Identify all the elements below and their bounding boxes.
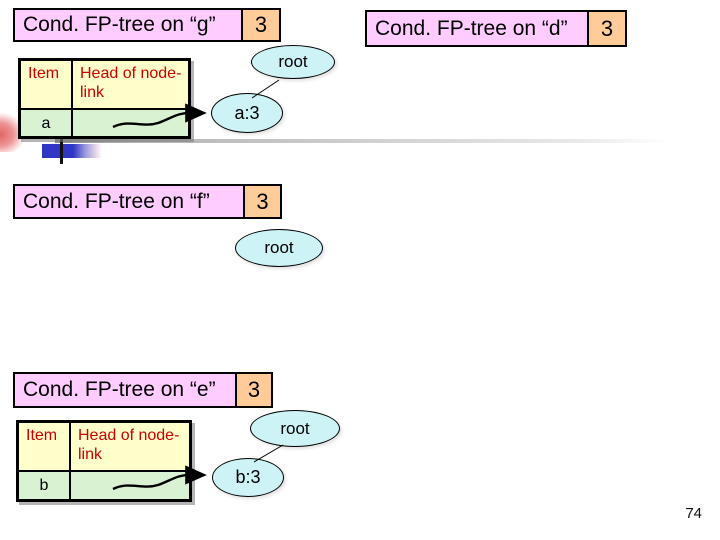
column-header-item: Item — [21, 61, 73, 110]
title-bar-e: Cond. FP-tree on “e” 3 — [13, 372, 273, 408]
title-bar-f: Cond. FP-tree on “f” 3 — [13, 184, 282, 219]
tree-node-root-g: root — [251, 45, 335, 79]
title-bar-g: Cond. FP-tree on “g” 3 — [13, 8, 281, 42]
page-number: 74 — [685, 505, 702, 522]
column-header-node-link: Head of node-link — [71, 423, 189, 472]
table-row-item-b: b — [19, 472, 71, 499]
tree-node-a3: a:3 — [211, 93, 283, 133]
count-box-f: 3 — [243, 186, 280, 217]
count-box-g: 3 — [241, 10, 279, 40]
count-box-e: 3 — [235, 374, 271, 406]
title-text-e: Cond. FP-tree on “e” — [23, 378, 216, 401]
tree-node-b3: b:3 — [212, 458, 284, 497]
table-row-link-cell — [73, 110, 188, 136]
column-header-node-link: Head of node-link — [73, 61, 188, 110]
table-row-item-a: a — [21, 110, 73, 136]
title-text-g: Cond. FP-tree on “g” — [23, 13, 216, 36]
table-row-link-cell — [71, 472, 189, 499]
header-table-e: Item Head of node-link b — [16, 420, 192, 502]
title-text-f: Cond. FP-tree on “f” — [23, 189, 210, 213]
title-text-d: Cond. FP-tree on “d” — [375, 16, 568, 40]
decoration-black-tick — [60, 139, 63, 164]
decoration-blue-box — [42, 144, 102, 158]
tree-node-root-e: root — [250, 410, 340, 447]
tree-node-root-f: root — [235, 229, 323, 267]
title-bar-d: Cond. FP-tree on “d” 3 — [365, 10, 627, 47]
count-box-d: 3 — [587, 12, 625, 45]
decoration-horizontal-divider — [55, 139, 671, 143]
column-header-item: Item — [19, 423, 71, 472]
header-table-g: Item Head of node-link a — [18, 58, 191, 139]
